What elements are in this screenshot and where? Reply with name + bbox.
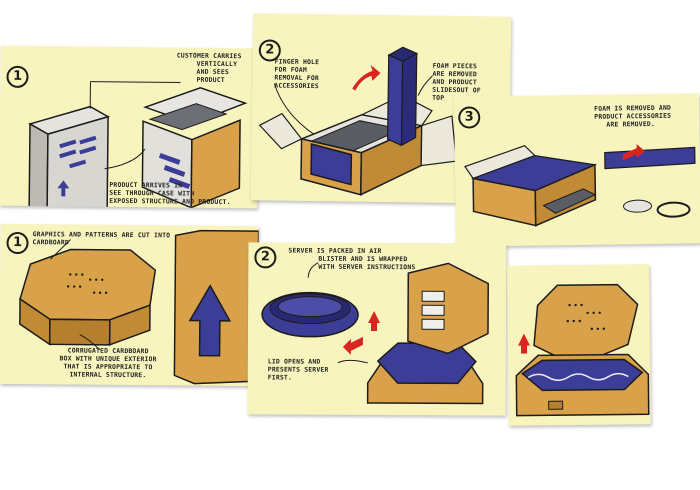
tower-case-sketch xyxy=(28,81,248,209)
callout-foam-removed: FOAM IS REMOVED AND PRODUCT ACCESSORIES … xyxy=(594,104,671,129)
callout-graphics-patterns: GRAPHICS AND PATTERNS ARE CUT INTO CARDB… xyxy=(33,230,171,247)
note-line: EXPOSED STRUCTURE AND PRODUCT. xyxy=(109,196,231,207)
octagon-box-sketch xyxy=(19,229,259,385)
note-line: WITH SERVER INSTRUCTIONS xyxy=(318,262,416,272)
callout-customer-carries: CUSTOMER CARRIES VERTICALLY AND SEES PRO… xyxy=(176,51,242,85)
note-line: ACCESSORIES xyxy=(274,81,319,91)
sketch-panel-4: 1 GRAPHICS AND PATTERNS ARE CUT INTO CAR… xyxy=(0,223,259,387)
note-line: INTERNAL STRUCTURE. xyxy=(69,370,147,380)
callout-lid-opens: LID OPENS AND PRESENTS SERVER FIRST. xyxy=(268,357,329,381)
sketch-panel-3: 3 FOAM IS REMOVED AND PRODUCT ACCESSORIE… xyxy=(453,93,700,247)
foam-removed-sketch xyxy=(464,144,696,227)
note-line: FIRST. xyxy=(267,373,293,382)
sketch-panel-2: 2 FINGER HOLE FOR FOAM REMOVAL FOR ACCES… xyxy=(250,13,512,204)
callout-finger-hole: FINGER HOLE FOR FOAM REMOVAL FOR ACCESSO… xyxy=(274,58,319,91)
callout-product-arrives: PRODUCT ARRIVES IN SEE THROUGH CASE WITH… xyxy=(109,181,231,206)
callout-server-packed: SERVER IS PACKED IN AIR BLISTER AND IS W… xyxy=(288,247,415,272)
sketch-panel-1: 1 CUSTOMER CARRIES VERTICALLY AND SEES P… xyxy=(0,45,259,209)
sketch-panel-5: 2 SERVER IS PACKED IN AIR BLISTER AND IS… xyxy=(247,242,507,416)
note-line: ARE REMOVED. xyxy=(606,119,655,129)
step-number-badge: 1 xyxy=(6,65,29,88)
sketch-panel-6 xyxy=(507,264,651,426)
server-blister-sketch xyxy=(261,262,489,405)
callout-corrugated-cardboard: CORRUGATED CARDBOARD BOX WITH UNIQUE EXT… xyxy=(59,346,156,379)
note-line: PRODUCT xyxy=(196,75,225,85)
step-number-badge: 2 xyxy=(254,246,277,269)
open-box-sketch xyxy=(258,46,457,196)
opened-box-sketch xyxy=(515,283,650,417)
step-number-badge: 1 xyxy=(6,231,29,255)
note-line: CARDBOARD xyxy=(32,238,70,247)
